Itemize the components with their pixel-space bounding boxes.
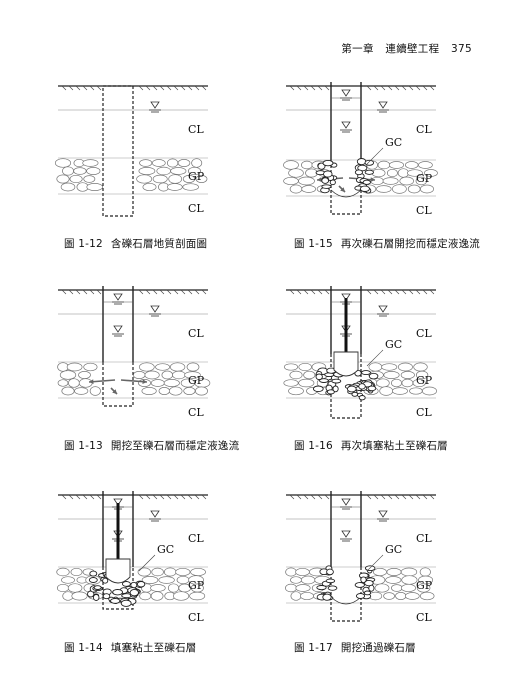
water-level-icon	[150, 510, 160, 518]
section-drawing: CL GP CL GC	[283, 82, 438, 217]
section-drawing: CL GP CL	[57, 286, 211, 419]
figure-1-16: CL GP CL GC	[276, 282, 461, 432]
water-level-icon	[341, 89, 351, 97]
water-level-icon	[150, 101, 160, 109]
soil-label-cl: CL	[416, 611, 432, 624]
soil-label-cl: CL	[416, 123, 432, 136]
soil-label-cl: CL	[188, 202, 204, 215]
water-level-icon	[341, 498, 351, 506]
clamshell-bucket	[105, 558, 131, 584]
flow-arrow-icon	[370, 177, 375, 183]
excavation-curve	[330, 596, 362, 605]
soil-label-gc: GC	[385, 543, 402, 556]
soil-label-cl: CL	[416, 406, 432, 419]
soil-label-gp: GP	[416, 172, 433, 185]
planned-trench	[102, 362, 134, 407]
figure-caption: 再次填塞粘土至礫石層	[340, 440, 448, 452]
caption-1-14: 圖 1-14 填塞粘土至礫石層	[64, 640, 196, 655]
flow-arrow-icon	[317, 177, 322, 183]
caption-1-13: 圖 1-13 開挖至礫石層而穩定液逸流	[64, 438, 239, 453]
flow-arrow-icon	[89, 379, 94, 385]
soil-label-cl: CL	[416, 532, 432, 545]
running-header: 第一章 連續壁工程 375	[333, 41, 472, 56]
section-drawing: CL GP CL GC	[56, 491, 208, 624]
soil-label-cl: CL	[416, 204, 432, 217]
water-level-icon	[378, 510, 388, 518]
soil-label-cl: CL	[416, 327, 432, 340]
excavation-curve	[330, 189, 362, 198]
planned-trench	[330, 567, 362, 622]
figure-caption: 填塞粘土至礫石層	[110, 642, 197, 654]
caption-1-15: 圖 1-15 再次礫石層開挖而穩定液逸流	[294, 236, 480, 251]
water-level-icon	[341, 121, 351, 129]
soil-label-gc: GC	[157, 543, 174, 556]
soil-label-gc: GC	[385, 338, 402, 351]
water-level-icon	[341, 293, 351, 301]
soil-label-gp: GP	[188, 374, 205, 387]
figure-1-15: CL GP CL GC	[276, 68, 461, 218]
water-level-icon	[113, 293, 123, 301]
figure-number: 圖 1-15	[294, 238, 333, 250]
water-level-icon	[113, 325, 123, 333]
figure-number: 圖 1-14	[64, 642, 103, 654]
water-level-icon	[378, 305, 388, 313]
figure-number: 圖 1-16	[294, 440, 333, 452]
caption-1-12: 圖 1-12 含礫石層地質剖面圖	[64, 236, 207, 251]
water-level-icon	[341, 530, 351, 538]
caption-1-16: 圖 1-16 再次填塞粘土至礫石層	[294, 438, 448, 453]
figure-caption: 開挖至礫石層而穩定液逸流	[110, 440, 240, 452]
section-drawing: CL GP CL GC	[283, 286, 437, 419]
planned-trench	[102, 85, 134, 217]
soil-label-cl: CL	[188, 327, 204, 340]
clamshell-bucket	[333, 351, 359, 377]
water-level-icon	[378, 101, 388, 109]
section-drawing: CL GP CL	[54, 85, 208, 217]
figure-caption: 再次礫石層開挖而穩定液逸流	[340, 238, 480, 250]
soil-label-gp: GP	[416, 374, 433, 387]
flow-arrow-icon	[340, 187, 345, 192]
figure-number: 圖 1-12	[64, 238, 103, 250]
chapter-label: 第一章	[341, 43, 374, 55]
figure-1-12: CL GP CL	[48, 76, 233, 226]
soil-label-gc: GC	[385, 136, 402, 149]
figure-number: 圖 1-17	[294, 642, 333, 654]
soil-label-gp: GP	[416, 579, 433, 592]
water-level-icon	[150, 305, 160, 313]
soil-label-gp: GP	[188, 579, 205, 592]
water-level-icon	[113, 498, 123, 506]
figure-1-14: CL GP CL GC	[48, 485, 233, 635]
flow-arrow-icon	[112, 389, 117, 394]
figure-1-17: CL GP CL GC	[276, 485, 461, 635]
section-drawing: CL GP CL GC	[285, 491, 436, 624]
flow-arrow-icon	[142, 379, 147, 385]
page-number: 375	[451, 43, 472, 55]
soil-label-cl: CL	[188, 611, 204, 624]
soil-label-cl: CL	[188, 532, 204, 545]
soil-label-cl: CL	[188, 406, 204, 419]
figure-1-13: CL GP CL	[48, 282, 233, 432]
figure-caption: 開挖通過礫石層	[340, 642, 416, 654]
figure-number: 圖 1-13	[64, 440, 103, 452]
figure-caption: 含礫石層地質剖面圖	[110, 238, 208, 250]
soil-label-cl: CL	[188, 123, 204, 136]
soil-label-gp: GP	[188, 170, 205, 183]
caption-1-17: 圖 1-17 開挖通過礫石層	[294, 640, 416, 655]
chapter-title: 連續壁工程	[385, 43, 440, 55]
